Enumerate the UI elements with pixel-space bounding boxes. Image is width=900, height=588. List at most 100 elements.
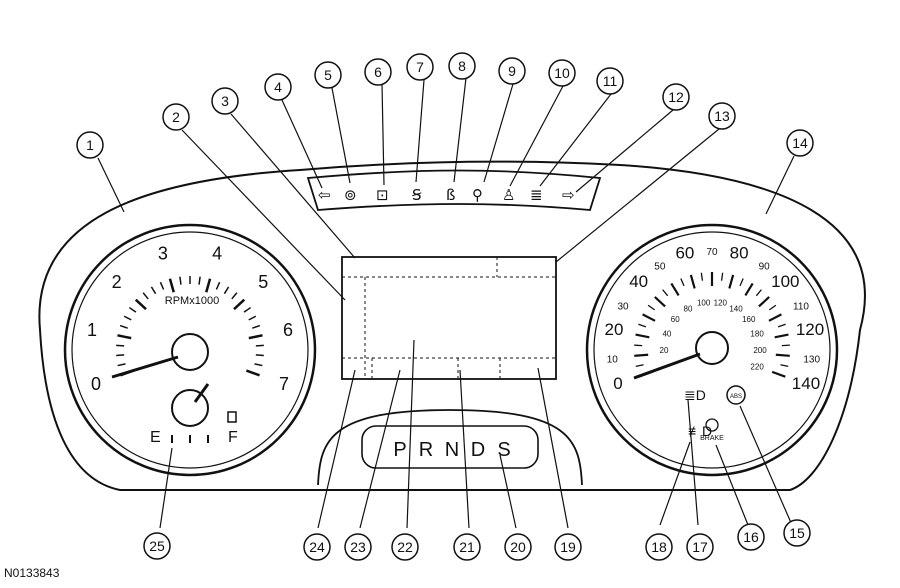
tach-tick-label: 6 bbox=[283, 320, 293, 340]
speed-outer-tick-label: 80 bbox=[730, 244, 749, 263]
tach-tick-mark bbox=[231, 292, 238, 300]
gear-letter-n: N bbox=[445, 439, 459, 461]
callout-number: 13 bbox=[714, 108, 730, 124]
airbag-icon: ⚲ bbox=[472, 186, 483, 204]
speed-inner-tick-label: 80 bbox=[684, 304, 693, 313]
callout-number: 16 bbox=[743, 529, 759, 545]
callout-circle bbox=[548, 59, 576, 87]
cluster-housing bbox=[38, 160, 866, 491]
callout-number: 7 bbox=[416, 59, 424, 75]
gear-letter-s: S bbox=[497, 439, 510, 461]
callout-number: 22 bbox=[397, 539, 413, 555]
callout-circle bbox=[453, 533, 481, 561]
callout-number: 9 bbox=[508, 63, 516, 79]
tach-tick-mark bbox=[254, 363, 263, 367]
tach-tick-mark bbox=[119, 324, 128, 329]
speed-tick-mark bbox=[638, 323, 647, 328]
warning-icons: ⇦ ⊚ ⊡ Ꞩ ß ⚲ ♙ ≣ ⇨ bbox=[318, 186, 575, 204]
speed-needle bbox=[633, 352, 701, 380]
gear-letter-d: D bbox=[471, 439, 485, 461]
speed-inner-tick-label: 180 bbox=[750, 330, 764, 339]
tach-tick-mark bbox=[252, 324, 261, 329]
speed-outer-tick-label: 10 bbox=[607, 354, 619, 365]
callout-circle bbox=[662, 83, 690, 111]
speed-inner-tick-label: 200 bbox=[753, 346, 767, 355]
tach-tick-label: 0 bbox=[91, 374, 101, 394]
speed-tick-mark bbox=[771, 370, 786, 378]
callout-number: 21 bbox=[459, 539, 475, 555]
tachometer-unit-label: RPMx1000 bbox=[165, 295, 219, 307]
speed-tick-mark bbox=[700, 272, 704, 281]
speed-outer-tick-label: 30 bbox=[617, 301, 629, 312]
tach-tick-label: 4 bbox=[212, 244, 222, 264]
tach-tick-mark bbox=[159, 281, 165, 290]
speed-needle-hub bbox=[695, 331, 729, 365]
callout-number: 15 bbox=[789, 525, 805, 541]
tach-tick-mark bbox=[116, 354, 125, 357]
fuel-pump-icon bbox=[227, 411, 237, 423]
callout-circle bbox=[448, 52, 476, 80]
traction-control-icon: Ꞩ bbox=[412, 186, 422, 204]
speed-tick-mark bbox=[670, 282, 680, 296]
speed-tick-mark bbox=[680, 278, 685, 287]
parking-brake-icon bbox=[705, 418, 719, 432]
callout-circle bbox=[264, 73, 292, 101]
speed-inner-tick-label: 120 bbox=[714, 299, 728, 308]
speed-outer-tick-label: 50 bbox=[654, 262, 666, 273]
callout-circle bbox=[596, 67, 624, 95]
callout-number: 3 bbox=[221, 93, 229, 109]
center-message-display bbox=[341, 256, 557, 380]
callout-number: 17 bbox=[692, 539, 708, 555]
callout-circle bbox=[786, 129, 814, 157]
speed-outer-tick-label: 100 bbox=[771, 272, 799, 291]
speed-outer-tick-label: 110 bbox=[793, 301, 809, 312]
tach-tick-mark bbox=[168, 278, 175, 293]
callout-circle bbox=[162, 103, 190, 131]
speed-tick-mark bbox=[647, 304, 656, 311]
callout-circle bbox=[314, 61, 342, 89]
speed-tick-mark bbox=[642, 313, 656, 322]
speed-outer-tick-label: 90 bbox=[759, 262, 771, 273]
speed-outer-tick-label: 120 bbox=[796, 320, 824, 339]
tach-tick-mark bbox=[142, 292, 149, 300]
callout-circle bbox=[645, 533, 673, 561]
fuel-empty-label: E bbox=[150, 429, 161, 446]
callout-circle bbox=[344, 533, 372, 561]
speed-inner-tick-label: 220 bbox=[750, 362, 764, 371]
callout-number: 20 bbox=[510, 539, 526, 555]
callout-circle bbox=[737, 523, 765, 551]
tach-tick-mark bbox=[117, 334, 132, 340]
warning-light-strip bbox=[306, 169, 602, 211]
callout-number: 5 bbox=[324, 67, 332, 83]
tach-tick-mark bbox=[233, 298, 246, 311]
gear-letter-p: P bbox=[393, 439, 406, 461]
callout-circle bbox=[211, 87, 239, 115]
tach-tick-mark bbox=[245, 369, 260, 377]
speed-inner-tick-label: 160 bbox=[742, 315, 756, 324]
callout-number: 1 bbox=[86, 137, 94, 153]
tach-tick-label: 1 bbox=[87, 320, 97, 340]
speed-tick-mark bbox=[744, 282, 754, 296]
speed-tick-mark bbox=[774, 333, 789, 339]
speed-outer-tick-label: 40 bbox=[629, 272, 648, 291]
tach-tick-label: 3 bbox=[158, 244, 168, 264]
check-engine-icon: ⊡ bbox=[376, 186, 389, 204]
speed-tick-mark bbox=[662, 289, 669, 297]
callout-number: 8 bbox=[458, 58, 466, 74]
callout-number: 25 bbox=[149, 538, 165, 554]
callout-number: 4 bbox=[274, 79, 282, 95]
callout-number: 24 bbox=[309, 539, 325, 555]
speed-tick-mark bbox=[728, 274, 735, 289]
tach-tick-mark bbox=[198, 276, 201, 285]
callout-circle bbox=[143, 532, 171, 560]
callout-number: 14 bbox=[792, 135, 808, 151]
speed-inner-tick-label: 60 bbox=[671, 315, 680, 324]
tach-tick-label: 7 bbox=[279, 374, 289, 394]
speed-outer-tick-label: 0 bbox=[613, 374, 622, 393]
fuel-needle bbox=[193, 383, 210, 403]
